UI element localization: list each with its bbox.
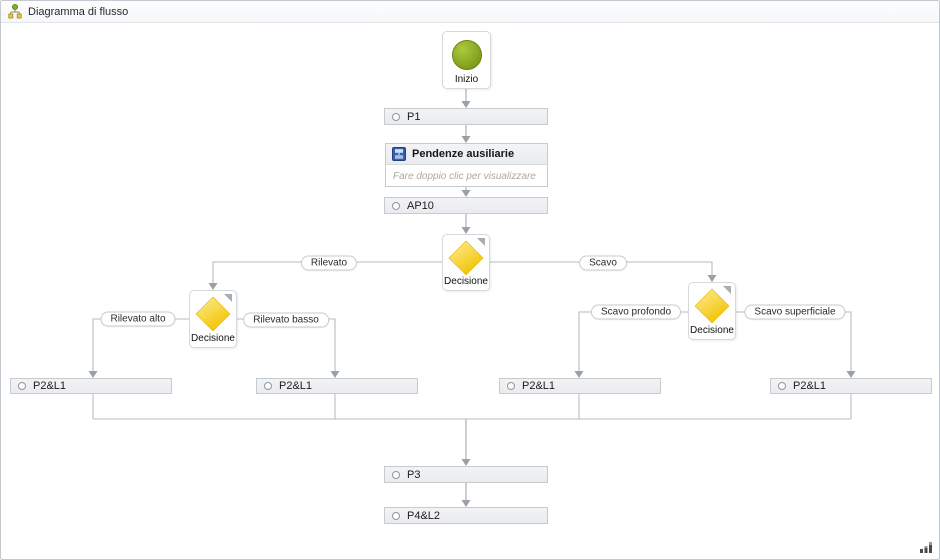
start-circle-icon [451, 40, 482, 70]
state-circle-icon [18, 382, 26, 390]
subprocess-header: Pendenze ausiliarie [386, 144, 547, 165]
subprocess-title: Pendenze ausiliarie [412, 148, 515, 160]
state-circle-icon [392, 470, 400, 479]
edge-label-scavo-superficiale[interactable]: Scavo superficiale [744, 304, 846, 320]
edge-label-scavo[interactable]: Scavo [579, 255, 627, 271]
node-label: Decisione [690, 325, 734, 336]
arrowhead-icons [88, 101, 856, 507]
node-ap10[interactable]: AP10 [384, 197, 548, 214]
fold-corner-icon [723, 286, 731, 294]
node-p1[interactable]: P1 [384, 108, 548, 125]
node-label: P2&L1 [279, 380, 313, 392]
state-circle-icon [778, 382, 786, 390]
node-start[interactable]: Inizio [442, 31, 491, 89]
node-p2l1-3[interactable]: P2&L1 [499, 378, 661, 394]
fold-corner-icon [224, 294, 232, 302]
node-label: P2&L1 [522, 380, 556, 392]
state-circle-icon [392, 511, 400, 520]
page-title: Diagramma di flusso [28, 5, 129, 18]
subdiagram-icon [392, 147, 406, 161]
title-bar: Diagramma di flusso [1, 1, 939, 23]
edge-label-scavo-profondo[interactable]: Scavo profondo [590, 304, 682, 320]
state-circle-icon [507, 382, 515, 390]
edge-label-rilevato-alto[interactable]: Rilevato alto [100, 311, 176, 327]
node-decision-left[interactable]: Decisione [189, 290, 237, 348]
node-p4l2[interactable]: P4&L2 [384, 507, 548, 524]
node-label: P2&L1 [33, 380, 67, 392]
node-label: P4&L2 [407, 509, 441, 522]
node-label: AP10 [407, 199, 434, 212]
diamond-icon [694, 288, 730, 324]
node-p2l1-1[interactable]: P2&L1 [10, 378, 172, 394]
node-label: P2&L1 [793, 380, 827, 392]
fold-corner-icon [477, 238, 485, 246]
node-p2l1-2[interactable]: P2&L1 [256, 378, 418, 394]
diamond-icon [448, 240, 484, 276]
node-label: Decisione [444, 276, 488, 287]
subprocess-hint: Fare doppio clic per visualizzare [393, 170, 536, 182]
state-circle-icon [264, 382, 272, 390]
node-label: P1 [407, 110, 421, 123]
diamond-icon [195, 296, 231, 332]
state-circle-icon [392, 112, 400, 121]
node-p2l1-4[interactable]: P2&L1 [770, 378, 932, 394]
edge-label-rilevato[interactable]: Rilevato [300, 255, 358, 271]
edge-label-rilevato-basso[interactable]: Rilevato basso [243, 312, 329, 328]
node-decision-main[interactable]: Decisione [442, 234, 490, 291]
state-circle-icon [392, 201, 400, 210]
node-label: Inizio [454, 74, 479, 85]
node-label: P3 [407, 468, 421, 481]
flowchart-icon [8, 4, 22, 19]
node-label: Decisione [191, 333, 235, 344]
node-decision-right[interactable]: Decisione [688, 282, 736, 340]
resize-grip-icon[interactable] [919, 540, 933, 554]
node-p3[interactable]: P3 [384, 466, 548, 483]
node-subprocess[interactable]: Pendenze ausiliarie Fare doppio clic per… [385, 143, 548, 187]
